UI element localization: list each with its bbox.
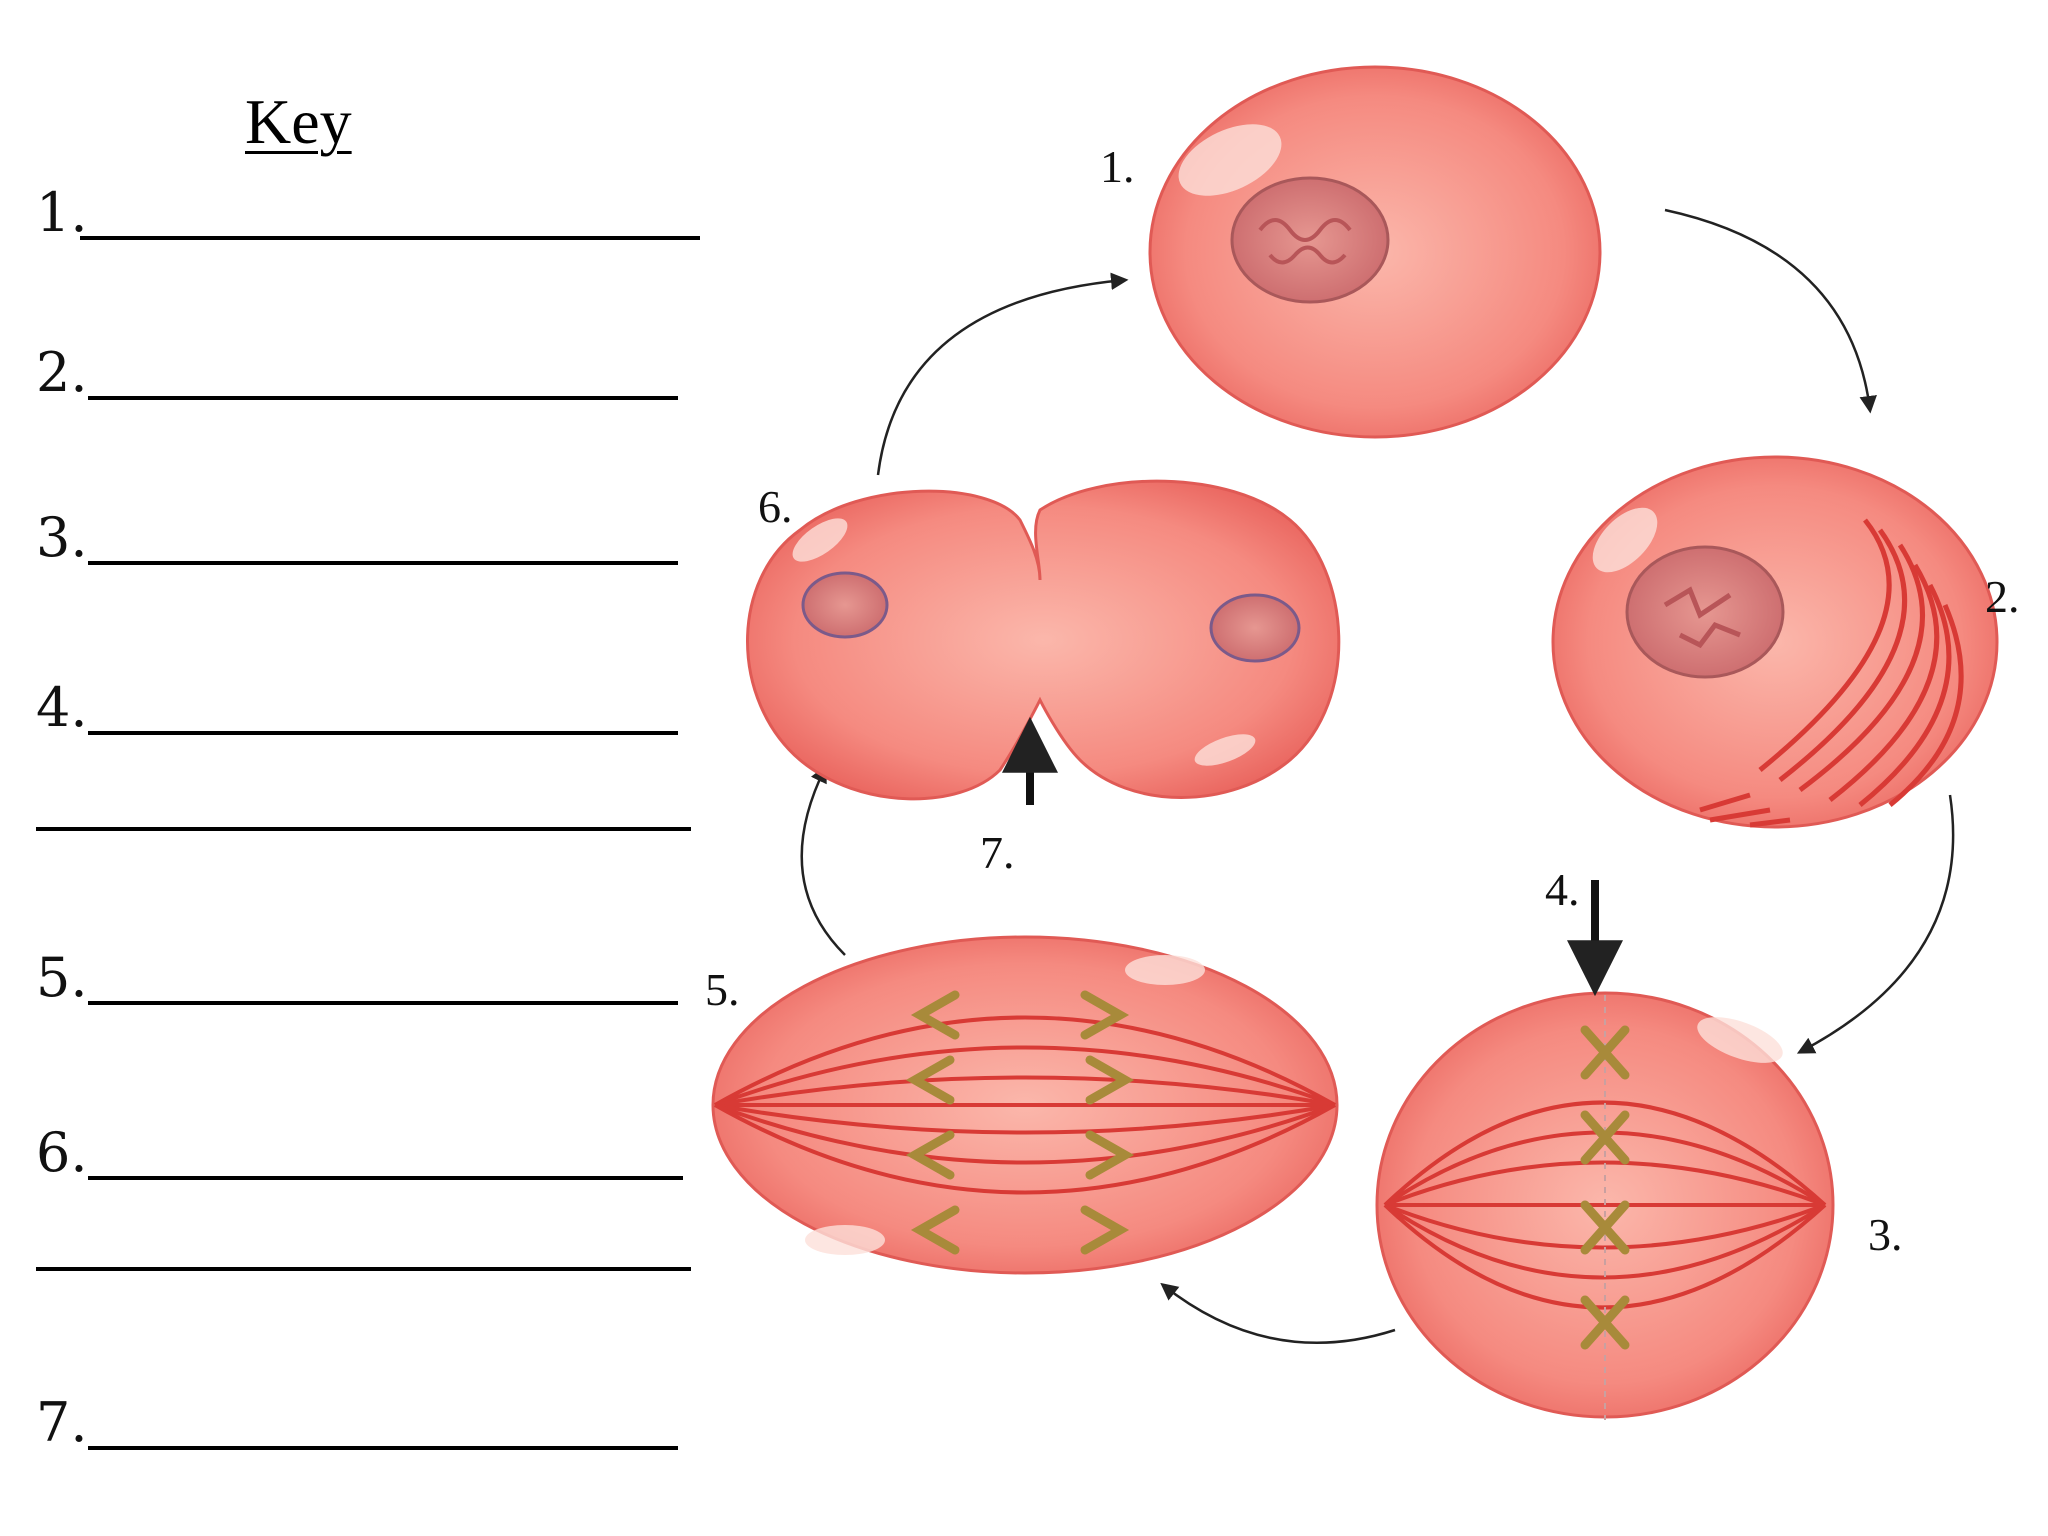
answer-blank-7[interactable] xyxy=(88,1446,678,1450)
cycle-arrow-1-to-2 xyxy=(1664,208,1877,414)
cell-stage-3 xyxy=(1375,991,1835,1420)
answer-blank-1[interactable] xyxy=(80,236,700,240)
cell-stage-5 xyxy=(711,935,1339,1275)
answer-blank-6[interactable] xyxy=(88,1176,683,1180)
key-entry-number: 5. xyxy=(36,946,88,1009)
stage-label-3: 3. xyxy=(1868,1209,1903,1260)
nucleus xyxy=(801,571,889,639)
answer-blank-5[interactable] xyxy=(88,1001,678,1005)
answer-blank-2[interactable] xyxy=(88,396,678,400)
answer-blank-4[interactable] xyxy=(88,731,678,735)
cycle-arrow-3-to-5 xyxy=(1160,1282,1396,1344)
key-entry-number: 6. xyxy=(36,1121,88,1184)
cell-stage-1 xyxy=(1148,65,1602,439)
stage-label-7: 7. xyxy=(980,827,1015,878)
answer-key: Key 1. 2. 3. 4. 5. 6. 7. xyxy=(0,0,720,1536)
answer-blank-6-continued[interactable] xyxy=(36,1267,691,1271)
nucleus xyxy=(1209,593,1301,663)
cell-stage-2 xyxy=(1551,455,1999,829)
key-entry-number: 4. xyxy=(36,676,88,739)
cycle-arrow-5-to-6 xyxy=(800,764,846,956)
stage-label-6: 6. xyxy=(758,481,793,532)
stage-label-4: 4. xyxy=(1545,864,1580,915)
key-title: Key xyxy=(245,86,352,157)
stage-label-1: 1. xyxy=(1100,141,1135,192)
cycle-arrow-6-to-1 xyxy=(876,272,1129,476)
key-entry-number: 7. xyxy=(36,1391,88,1454)
spindle-fibers xyxy=(714,1015,1336,1195)
key-entry-number: 2. xyxy=(36,341,88,404)
chromosomes xyxy=(1580,1025,1630,1350)
spindle-fibers xyxy=(1699,518,1964,828)
key-entry-number: 3. xyxy=(36,506,88,569)
cell-stage-6 xyxy=(746,479,1341,801)
stage-label-5: 5. xyxy=(705,964,740,1015)
answer-blank-4-continued[interactable] xyxy=(36,827,691,831)
chromosomes xyxy=(905,990,1135,1255)
stage-label-2: 2. xyxy=(1985,571,2020,622)
cycle-arrow-2-to-3 xyxy=(1796,794,1955,1054)
key-entry-number: 1. xyxy=(36,181,88,244)
answer-blank-3[interactable] xyxy=(88,561,678,565)
